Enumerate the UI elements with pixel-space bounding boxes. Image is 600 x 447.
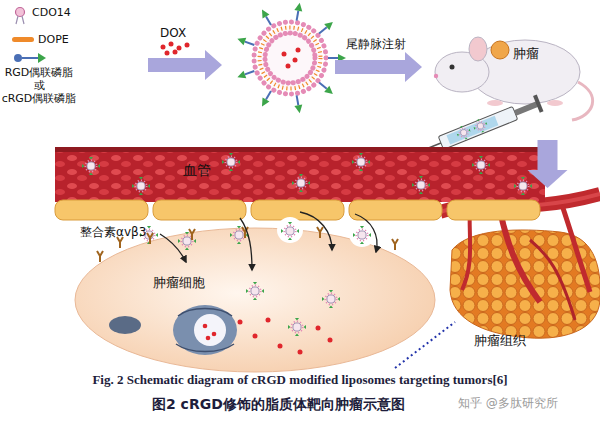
tumor-mark: [491, 41, 509, 59]
process-arrow: [148, 50, 222, 80]
dox-dots: [161, 42, 190, 56]
node-box: 肿瘤细胞: [75, 228, 435, 372]
liposome: [236, 2, 346, 114]
figure-caption: Fig. 2 Schematic diagram of cRGD modifie…: [0, 372, 600, 388]
node-label: 肿瘤组织: [474, 334, 526, 349]
flow-arrow: [528, 140, 568, 188]
legend-entry: RGD偶联磷脂 或 cRGD偶联磷脂: [0, 66, 78, 105]
node-label: 肿瘤细胞: [153, 276, 205, 291]
legend-entry: CDO14: [32, 6, 92, 19]
dope-icon: [12, 37, 34, 42]
legend-text: CDO14: [32, 6, 71, 19]
legend-entry: DOPE: [38, 33, 98, 46]
tumor-cell: [75, 212, 435, 372]
text-label: 尾静脉注射: [346, 38, 406, 52]
node-label: 血管: [183, 162, 211, 178]
node-box: 肿瘤: [425, 5, 600, 140]
endosome: [173, 305, 237, 355]
process-arrow: [335, 52, 422, 82]
tumor-tissue: [440, 194, 600, 338]
legend-text: DOPE: [38, 33, 69, 46]
blood-vessel: [55, 147, 545, 220]
nucleus: [109, 316, 141, 334]
text-label: 图2 cRGD修饰的脂质体靶向肿瘤示意图: [152, 396, 405, 412]
legend-text: RGD偶联磷脂 或 cRGD偶联磷脂: [2, 66, 77, 105]
node-box: 肿瘤组织: [450, 188, 600, 353]
rgd-icon: [14, 53, 46, 63]
text-label: DOX: [160, 27, 186, 41]
node-label: 肿瘤: [513, 47, 539, 62]
text-label: 知乎 @多肽研究所: [458, 397, 558, 411]
cdo14-icon: [16, 8, 25, 17]
text-label: 整合素αvβ3: [80, 226, 146, 240]
dox-release: [238, 318, 333, 355]
node-box: 血管: [55, 150, 545, 202]
